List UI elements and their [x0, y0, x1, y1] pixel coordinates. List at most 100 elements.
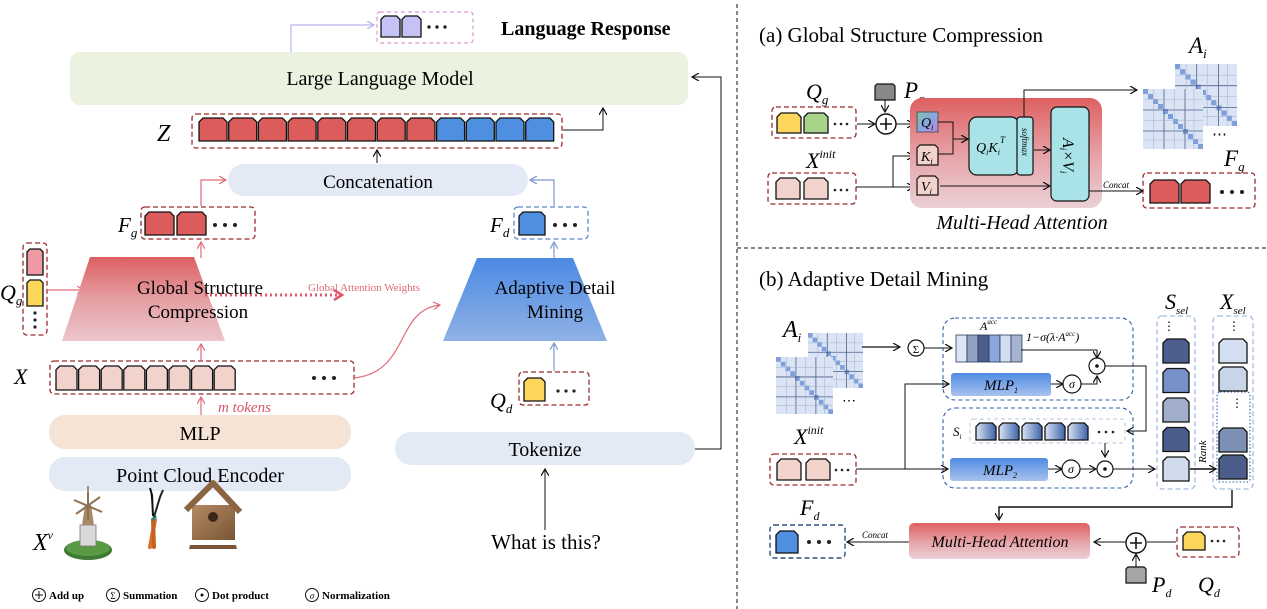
panel-b-multi-head-attention-block [909, 523, 1090, 559]
panel-b-dot-product-icon-1 [1088, 357, 1106, 375]
m-tokens-label: m tokens [218, 400, 271, 416]
panel-b-pd-label: Pd [1151, 572, 1172, 600]
legend-label: Add up [49, 590, 84, 602]
x-label: X [13, 364, 29, 389]
panel-a-add-icon [875, 113, 897, 135]
xsel-token [1218, 338, 1248, 364]
z-token [435, 117, 466, 142]
diagonal-cell [804, 385, 810, 391]
panel-b-add-icon [1125, 532, 1147, 554]
panel-b-xsel-ellipsis-2: ⋮ [1231, 396, 1243, 410]
fd-label: Fd [489, 213, 510, 240]
ellipsis-dot [827, 540, 831, 544]
ellipsis-dot [33, 318, 37, 322]
qg-token [26, 248, 44, 276]
panel-b-xinit-tokens [776, 458, 850, 481]
global-attention-weights-label: Global Attention Weights [308, 282, 420, 294]
fg-label: Fg [117, 213, 138, 240]
mlp-block [49, 415, 351, 449]
diagonal-cell [1180, 69, 1186, 75]
xinit-token [775, 177, 801, 200]
aacc-cell [955, 334, 968, 363]
ellipsis-dot [1097, 430, 1101, 434]
diagonal-cell [840, 365, 845, 370]
diagonal-cell [1183, 129, 1188, 134]
concatenation-label: Concatenation [323, 172, 433, 193]
adm-label-line1: Adaptive Detail [495, 278, 616, 299]
hedge-shears-image [148, 487, 164, 549]
diagonal-cell [1193, 139, 1198, 144]
qg-token [776, 112, 802, 134]
ellipsis-dot [1220, 190, 1224, 194]
language-response-label: Language Response [501, 18, 671, 40]
diagonal-cell [780, 361, 786, 367]
x-to-adm-arrow [353, 305, 440, 379]
ellipsis-dot [322, 376, 326, 380]
z-token [465, 117, 495, 142]
aacc-cell [966, 334, 979, 363]
diagonal-cell [830, 355, 836, 361]
fd-token [775, 530, 799, 554]
panel-a-attention-matrices [1143, 64, 1237, 149]
ellipsis-dot [845, 122, 849, 126]
response-token [380, 15, 401, 38]
legend-label: Dot product [212, 590, 269, 602]
panel-b-normalization-icon-1: σ [1062, 374, 1082, 394]
mlp-label: MLP [179, 423, 220, 445]
ellipsis-dot [1240, 190, 1244, 194]
xsel-token [1218, 427, 1248, 453]
diagonal-cell [821, 346, 827, 352]
ellipsis-dot [553, 223, 557, 227]
diagonal-cell [790, 371, 795, 376]
panel-b-xsel-selected-box [1216, 391, 1251, 483]
panel-a-qg-label: Qg [806, 79, 829, 107]
svg-text:Σ: Σ [110, 591, 115, 601]
panel-a-matrices-ellipsis: ⋯ [1212, 127, 1227, 143]
panel-b-xsel-to-mha-arrow [999, 490, 1233, 520]
panel-b-summation-icon: Σ [907, 339, 925, 357]
z-token-box [191, 113, 563, 149]
ellipsis-dot [1216, 539, 1220, 543]
z-token [257, 117, 288, 142]
panel-a-fg-tokens [1149, 179, 1244, 204]
diagonal-cell [812, 337, 818, 343]
ellipsis-dot [817, 540, 821, 544]
x-token [77, 365, 101, 391]
qd-token-box [518, 371, 590, 406]
panel-b-aacc-label: Aacc [979, 318, 998, 333]
diagonal-cell [1206, 95, 1212, 101]
ellipsis-dot [807, 540, 811, 544]
ellipsis-dot [845, 188, 849, 192]
qd-label: Qd [490, 388, 513, 416]
ellipsis-dot [1111, 430, 1115, 434]
windmill-image [64, 486, 112, 560]
response-token [401, 15, 422, 38]
legend-item-summation: Σ Summation [106, 588, 177, 602]
panel-b-dot-to-si-arrow [1105, 365, 1147, 431]
qd-tokens [523, 377, 576, 402]
panel-b-fd-label: Fd [799, 495, 820, 523]
qd-token [523, 377, 546, 402]
diagonal-cell [818, 399, 824, 405]
diagonal-cell [849, 374, 854, 379]
x-token [145, 365, 169, 391]
ellipsis-dot [573, 223, 577, 227]
panel-b-title: (b) Adaptive Detail Mining [759, 267, 989, 291]
si-token [1021, 422, 1043, 441]
diagonal-cell [1190, 79, 1196, 85]
question-text: What is this? [491, 530, 601, 554]
panel-a-title: (a) Global Structure Compression [759, 23, 1044, 47]
panel-b-aacc-to-dot-arrow [1021, 349, 1097, 358]
ellipsis-dot [233, 223, 237, 227]
fd-token [518, 211, 546, 236]
legend-label: Summation [123, 590, 177, 602]
ellipsis-dot [332, 376, 336, 380]
language-response-tokens [380, 15, 447, 38]
diagonal-cell [795, 376, 800, 381]
z-token [525, 117, 555, 142]
z-token [346, 117, 377, 142]
svg-text:Σ: Σ [913, 344, 919, 356]
diagonal-cell [1153, 99, 1158, 104]
ellipsis-dot [1230, 190, 1234, 194]
ellipsis-dot [840, 468, 844, 472]
